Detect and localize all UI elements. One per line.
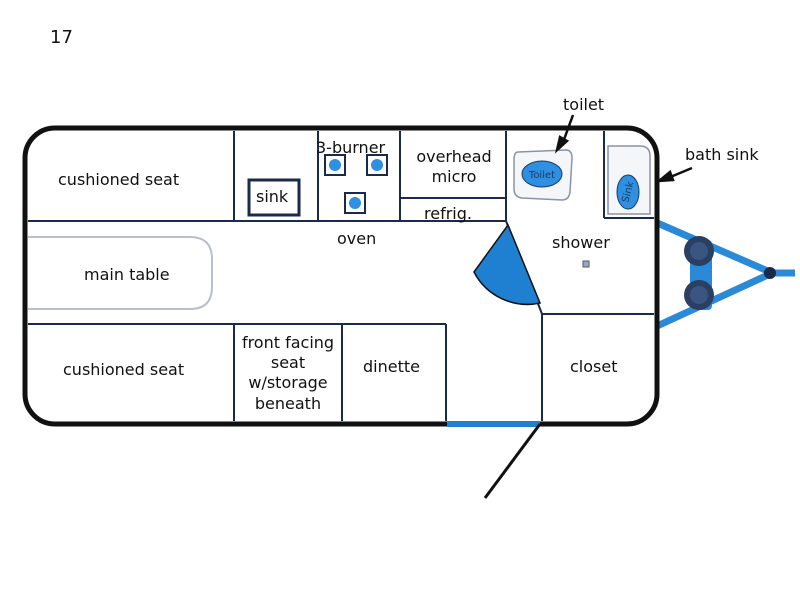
closet-label: closet [570, 357, 618, 376]
galley-sink-basin [247, 178, 301, 217]
overhead-micro-label-line1: overhead [416, 147, 492, 166]
galley-sink-label: sink [256, 187, 289, 206]
toilet-callout-label: toilet [563, 95, 605, 114]
front-facing-seat-line2: seat [270, 353, 306, 372]
callout-arrows [554, 114, 693, 183]
bath-sink-fixture: Sink [607, 145, 651, 215]
entry-door [483, 423, 542, 499]
bath-sink-callout-label: bath sink [685, 145, 759, 164]
toilet-fixture-label: Toilet [528, 170, 555, 181]
front-facing-seat-line1: front facing [241, 333, 335, 352]
page-number: 17 [50, 27, 73, 48]
shower-label: shower [552, 233, 610, 252]
cushioned-seat-bottom-label: cushioned seat [63, 360, 185, 379]
main-table-label: main table [84, 265, 170, 284]
bath-door-swing [473, 223, 542, 306]
toilet-fixture: Toilet [513, 149, 573, 201]
three-burner-label: 3-burner [316, 138, 386, 157]
main-table-outline [28, 236, 213, 310]
front-facing-seat-line4: beneath [254, 394, 322, 413]
dinette-label: dinette [363, 357, 420, 376]
oven-label: oven [337, 229, 377, 248]
hitch-ball [764, 267, 776, 279]
shower-drain [582, 260, 590, 268]
front-facing-seat-line3: w/storage [248, 373, 328, 392]
trailer-outline [22, 125, 660, 427]
bath-sink-fixture-label: Sink [620, 180, 636, 204]
interior-walls [28, 131, 654, 421]
trailer-hitch [653, 218, 795, 331]
overhead-micro-label-line2: micro [431, 167, 477, 186]
cushioned-seat-top-label: cushioned seat [58, 170, 180, 189]
refrig-label: refrig. [424, 204, 472, 223]
burners [324, 154, 388, 214]
